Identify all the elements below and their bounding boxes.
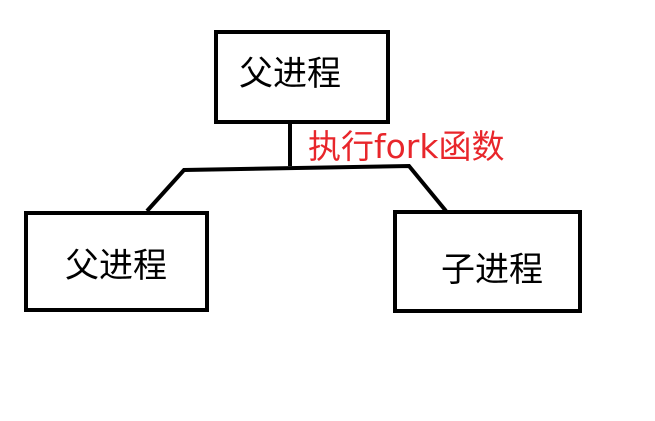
connector-lines [145, 122, 448, 213]
node-child-right-box [393, 210, 582, 313]
node-parent-top-box [214, 30, 390, 124]
node-parent-top-label: 父进程 [239, 54, 341, 94]
node-parent-left-label: 父进程 [65, 246, 167, 286]
branch-line [145, 163, 448, 213]
node-child-right: 子进程 [393, 210, 582, 313]
node-child-right-label: 子进程 [441, 250, 543, 290]
node-parent-top: 父进程 [214, 30, 390, 124]
node-parent-left: 父进程 [24, 211, 209, 312]
node-parent-left-box [24, 211, 209, 312]
fork-annotation: 执行fork函数 [308, 127, 505, 166]
